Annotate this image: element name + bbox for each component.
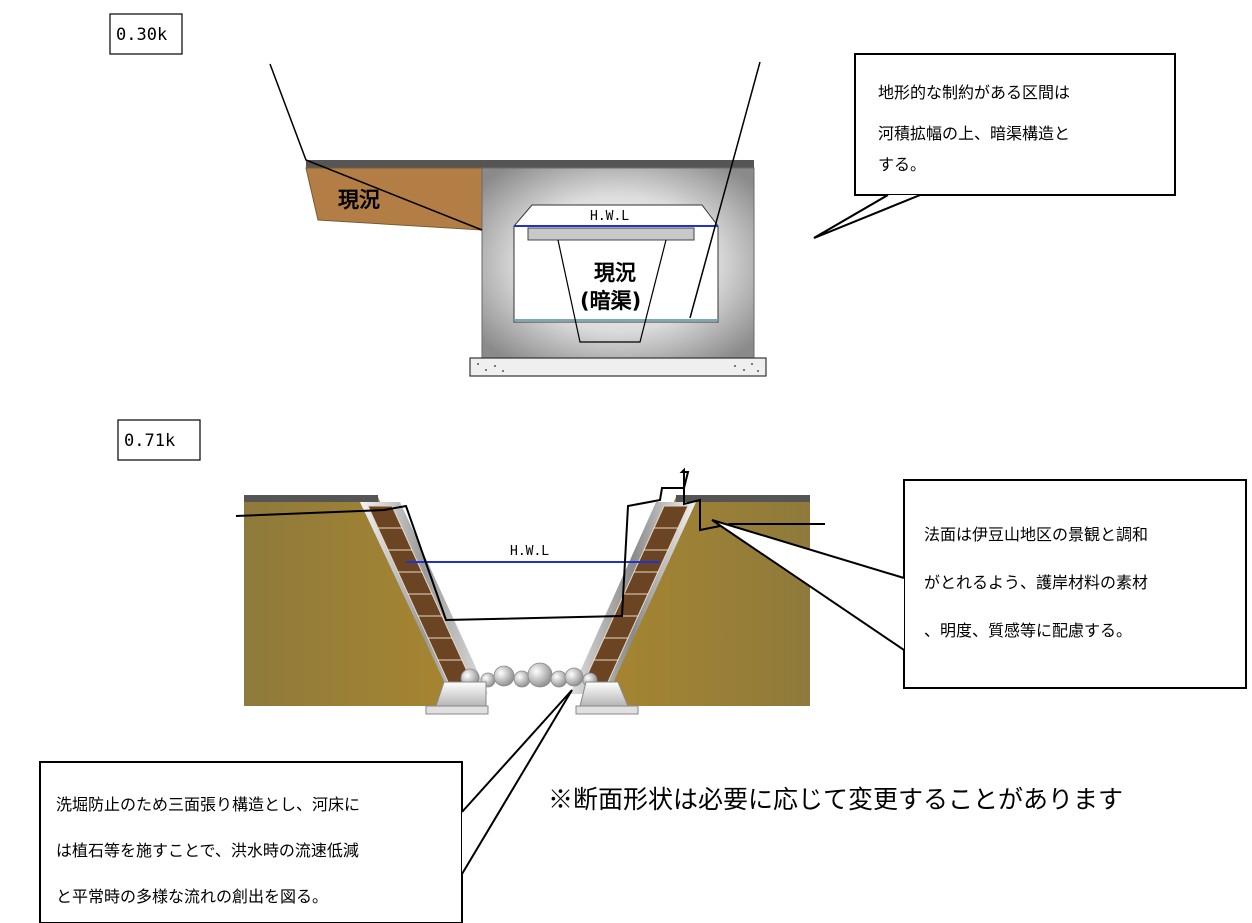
top-surface-right [676,495,810,502]
callout-box-3 [39,761,463,923]
existing-ground [305,167,483,231]
soil-left [244,497,470,706]
terrain-line-left [269,63,483,231]
km-label-box [109,13,183,55]
callout-2-line-1: 法面は伊豆山地区の景観と調和 [924,525,1148,544]
existing-slab [527,227,695,241]
base-footing [469,357,767,377]
section-0.71k: 0.71k [39,419,1247,923]
culvert-label-1: 現況 [594,261,636,285]
section-0.30k: 0.30k 現況 H.W.L 現況 (暗渠) 地形的 [109,13,1176,377]
callout-3-line-2: は植石等を施すことで、洪水時の流速低減 [56,841,359,860]
footing-dots [477,363,759,372]
footing-right [575,681,639,715]
callout-1-line-1: 地形的な制約がある区間は [878,83,1070,102]
stone-revetment-left [367,505,473,683]
callout-3-line-1: 洗堀防止のため三面張り構造とし、河床に [56,795,360,814]
callout-3-line-3: と平常時の多様な流れの創出を図る。 [56,887,328,906]
km-label-box [117,419,201,461]
km-label-0.30k: 0.30k [116,25,167,45]
riverbed-stones [460,662,598,688]
existing-culvert-outline [557,239,667,343]
road-slab [306,160,754,168]
km-label-0.71k: 0.71k [124,431,175,451]
terrain-line-right [689,61,761,319]
footnote: ※断面形状は必要に応じて変更することがあります [548,785,1123,814]
culvert-label-2: (暗渠) [580,289,641,313]
hwl-label-1: H.W.L [590,209,629,224]
footing-left [425,681,489,715]
callout-2-line-3: 、明度、質感等に配慮する。 [924,621,1132,640]
top-surface-left [244,495,378,502]
callout-1-line-3: する。 [878,155,926,174]
existing-ground-label: 現況 [338,188,380,212]
callout-2-line-2: がとれるよう、護岸材料の素材 [924,573,1148,592]
existing-profile-line [235,467,825,622]
callout-box-2 [903,479,1247,689]
hwl-label-2: H.W.L [510,544,549,559]
callout-1-line-2: 河積拡幅の上、暗渠構造と [878,124,1070,143]
